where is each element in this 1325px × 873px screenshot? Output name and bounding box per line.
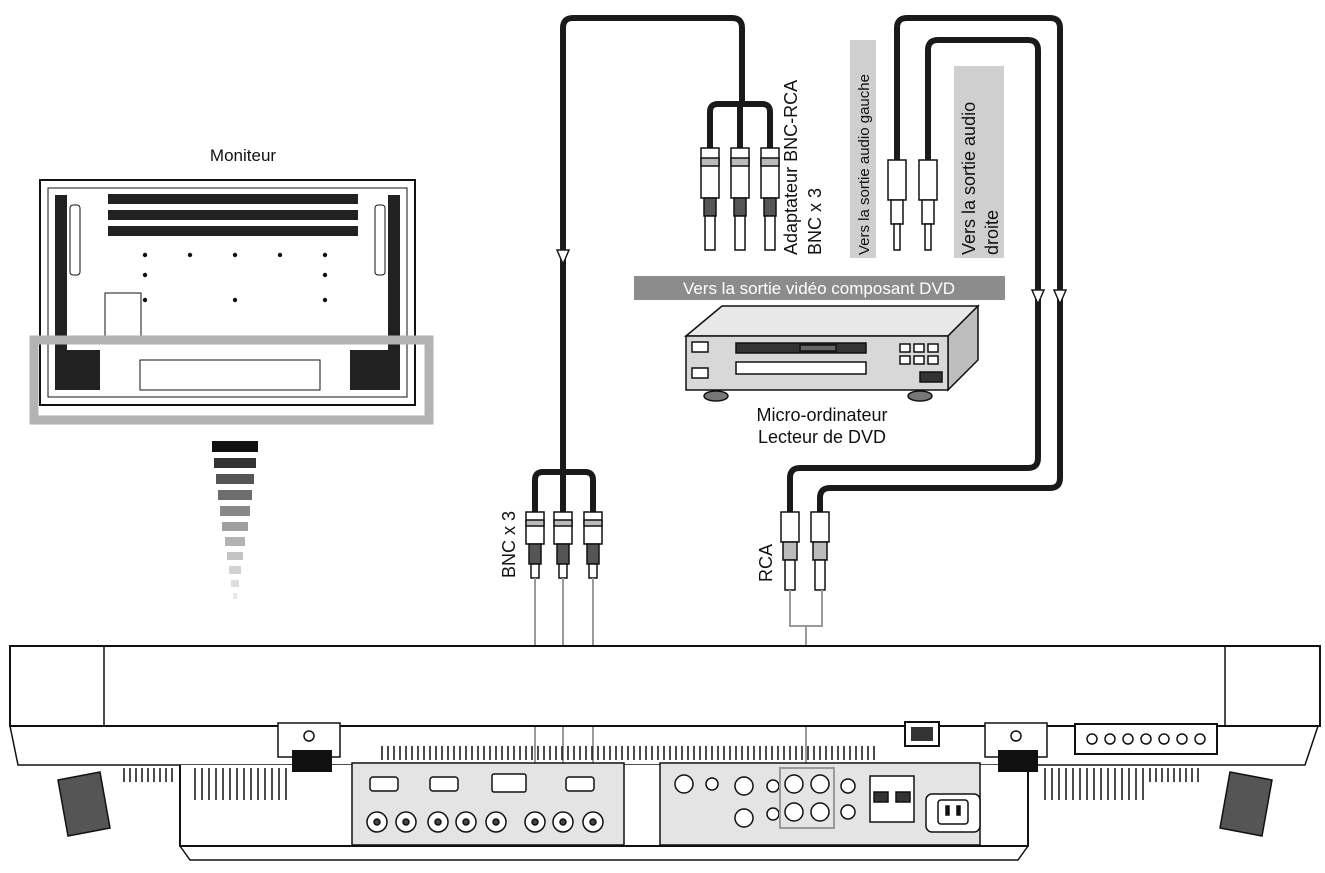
bnc-x3-top-label: BNC x 3 <box>805 188 825 255</box>
dvd-player-illustration <box>683 304 980 402</box>
zoom-indicator <box>212 441 258 599</box>
monitor-handle-left <box>69 204 81 276</box>
monitor-panel <box>104 292 142 344</box>
connector-block-left <box>351 762 625 846</box>
right-block-ports <box>674 767 981 833</box>
device-label-line2: Lecteur de DVD <box>758 427 886 447</box>
power-switch <box>904 721 940 747</box>
left-block-ports <box>366 773 604 833</box>
grille-right <box>1044 768 1199 800</box>
adapter-connectors <box>700 147 780 251</box>
audio-left-label-box <box>850 40 876 258</box>
connector-highlight-frame <box>29 335 434 425</box>
rear-panel <box>9 645 1321 861</box>
device-label-line1: Micro-ordinateur <box>756 405 887 425</box>
monitor-top-vents <box>108 194 358 236</box>
arrow-audio-2 <box>1052 289 1068 306</box>
grille-top <box>381 746 875 760</box>
audio-rca-connectors-top <box>887 159 938 251</box>
audio-right-label-line2: droite <box>982 210 1002 255</box>
rca-connectors-bottom <box>780 511 830 591</box>
arrow-bnc <box>555 249 571 266</box>
audio-right-label-box <box>954 66 1004 258</box>
arrow-audio-1 <box>1030 289 1046 306</box>
audio-cable-inner <box>787 37 1041 515</box>
adapter-label: Adaptateur BNC-RCA <box>781 80 801 255</box>
bnc-connectors-bottom <box>525 511 603 579</box>
video-out-label: Vers la sortie vidéo composant DVD <box>683 279 955 298</box>
rca-label: RCA <box>756 544 776 582</box>
video-out-label-box <box>634 276 1005 300</box>
audio-left-label: Vers la sortie audio gauche <box>856 74 873 255</box>
bnc-x3-bottom-label: BNC x 3 <box>499 511 519 578</box>
monitor-handle-right <box>374 204 386 276</box>
monitor-label: Moniteur <box>210 146 276 165</box>
feet <box>57 771 1273 837</box>
monitor-illustration: Moniteur <box>29 146 434 425</box>
monitor-terminal-strip <box>139 359 321 391</box>
audio-right-label-line1: Vers la sortie audio <box>959 102 979 255</box>
grille-left <box>123 768 287 800</box>
monitor-screws <box>142 252 328 303</box>
cable-arrows <box>555 249 1068 306</box>
audio-cable-outer <box>817 15 1063 515</box>
monitor-bottom-vents <box>60 350 390 390</box>
bnc-main-cable <box>560 15 745 475</box>
cables <box>532 15 1063 515</box>
monitor-inner <box>47 187 408 398</box>
